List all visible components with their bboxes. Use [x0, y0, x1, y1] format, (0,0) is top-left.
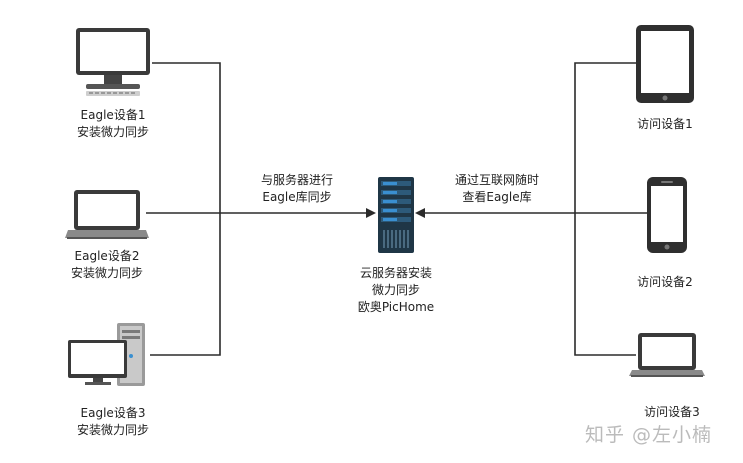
device-label-eagle-3: Eagle设备3 安装微力同步: [48, 405, 178, 439]
server-rack-icon: [378, 177, 414, 253]
laptop-icon: [629, 333, 705, 377]
label-line: Eagle设备3: [80, 406, 146, 420]
connector-device1: [152, 62, 221, 213]
device-label-access-2: 访问设备2: [605, 274, 725, 291]
device-label-eagle-1: Eagle设备1 安装微力同步: [48, 107, 178, 141]
label-line: 安装微力同步: [70, 266, 143, 280]
edge-label-access: 通过互联网随时 查看Eagle库: [432, 172, 562, 206]
connector-access3: [574, 213, 636, 356]
smartphone-icon: [647, 177, 687, 253]
label-line: 通过互联网随时: [454, 173, 539, 187]
watermark: 知乎 @左小楠: [585, 424, 713, 446]
right-connectors: [415, 62, 647, 356]
label-line: 云服务器安装: [359, 266, 432, 280]
device-label-eagle-2: Eagle设备2 安装微力同步: [42, 248, 172, 282]
label-line: 访问设备3: [644, 405, 700, 419]
device-label-access-1: 访问设备1: [605, 116, 725, 133]
label-line: 访问设备2: [637, 275, 693, 289]
connector-access1: [574, 62, 636, 213]
label-line: 查看Eagle库: [462, 190, 532, 204]
label-line: Eagle设备2: [74, 249, 140, 263]
device-label-access-3: 访问设备3: [612, 404, 732, 421]
label-line: 安装微力同步: [76, 125, 149, 139]
connector-device3: [150, 213, 221, 356]
desktop-monitor-icon: [76, 28, 150, 96]
label-line: 欧奥PicHome: [357, 300, 435, 314]
label-line: 访问设备1: [637, 117, 693, 131]
laptop-icon: [65, 190, 149, 239]
label-line: 微力同步: [371, 283, 420, 297]
left-connectors: [146, 62, 376, 356]
tablet-icon: [636, 25, 694, 103]
edge-label-sync: 与服务器进行 Eagle库同步: [232, 172, 362, 206]
label-line: Eagle设备1: [80, 108, 146, 122]
desktop-tower-icon: [68, 323, 145, 386]
label-line: Eagle库同步: [262, 190, 332, 204]
server-label: 云服务器安装 微力同步 欧奥PicHome: [331, 265, 461, 316]
label-line: 安装微力同步: [76, 423, 149, 437]
label-line: 与服务器进行: [260, 173, 333, 187]
